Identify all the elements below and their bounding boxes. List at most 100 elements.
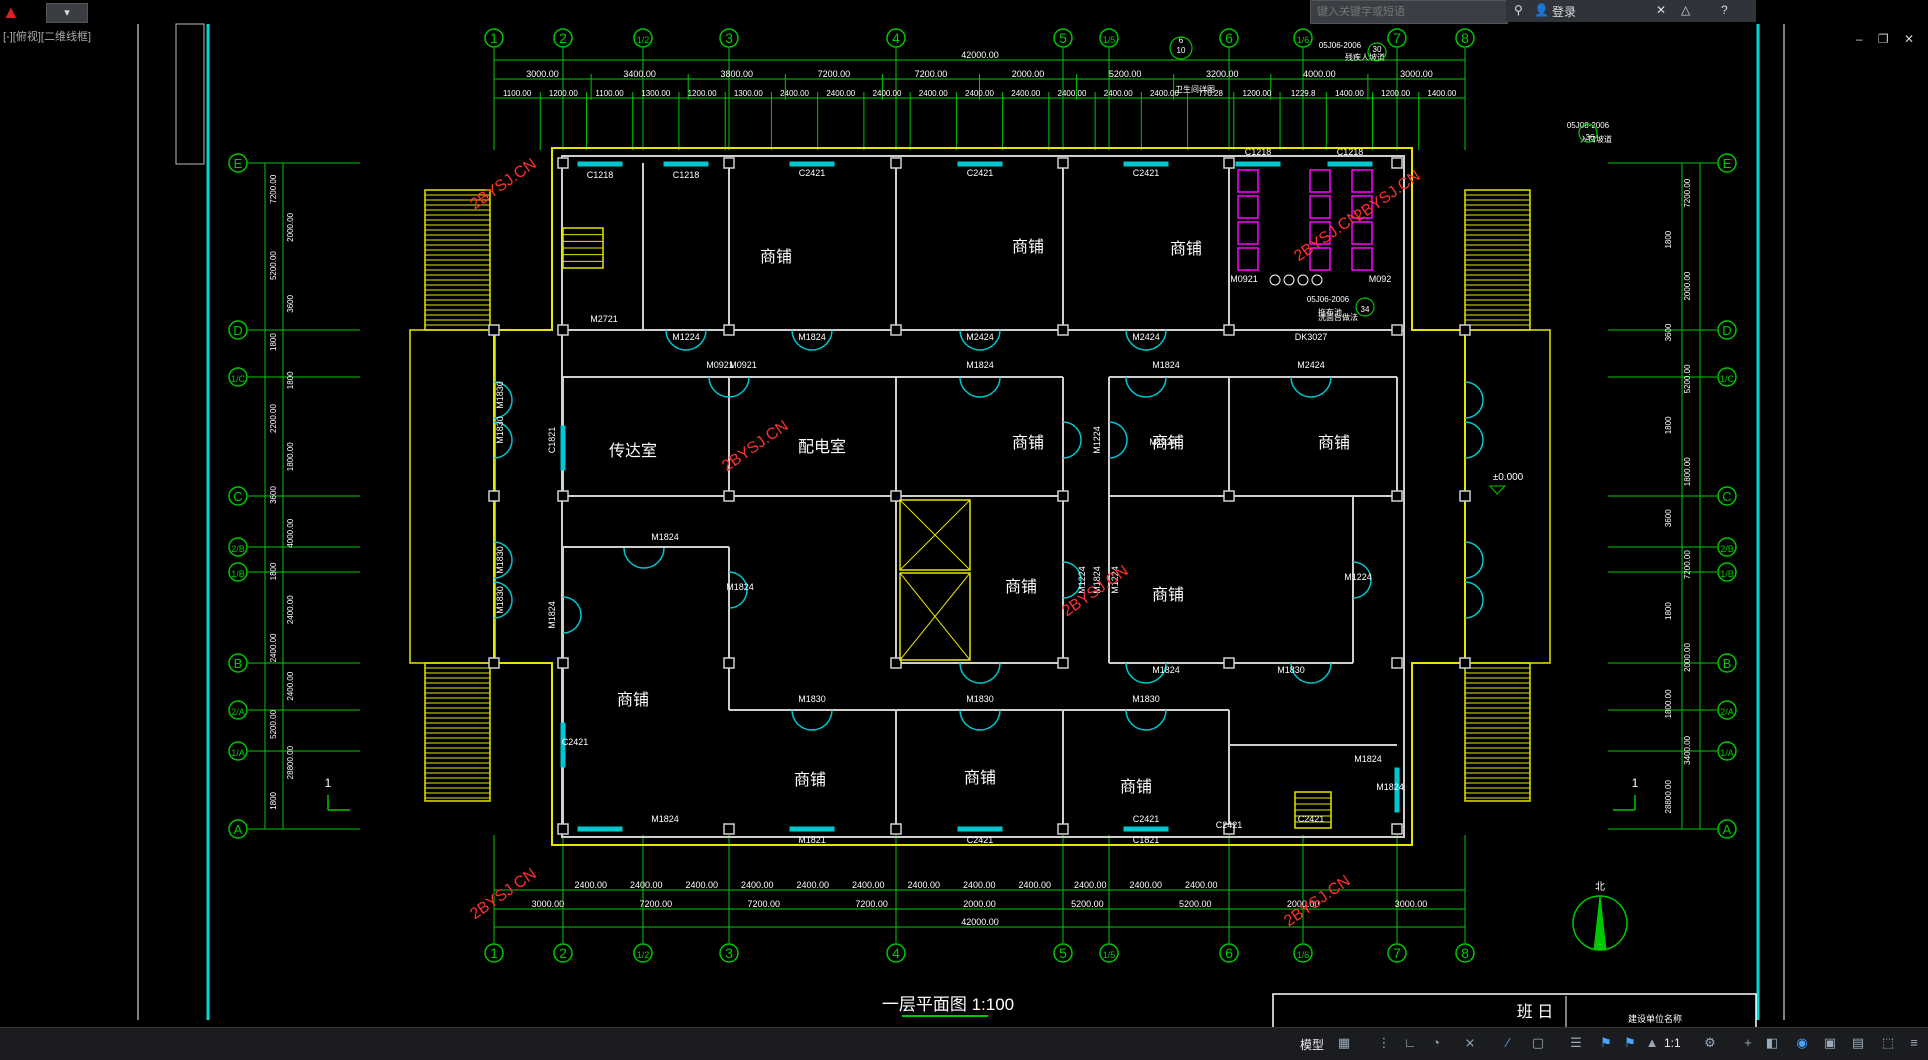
detail-reference: 05J06-2006 [1319,41,1362,50]
detail-reference: 洗面台做法 [1318,312,1358,322]
axis-bubble-left [228,700,248,720]
annotation-scale-icon[interactable]: ⚑ [1624,1035,1636,1050]
hardware-accel-icon[interactable]: ◉ [1796,1035,1808,1050]
exchange-icon[interactable]: ✕ [1656,3,1667,17]
detail-bubble [1367,42,1387,62]
dim-text-left: 2400.00 [286,595,295,624]
annotation-icon[interactable]: ⚑ [1600,1035,1612,1050]
scale-dropdown[interactable]: 1:1 [1664,1036,1681,1050]
user-icon[interactable]: 👤 [1534,3,1549,17]
annotation-visibility-icon[interactable]: ▲ [1645,1035,1659,1050]
graphics-icon[interactable]: ▣ [1823,1035,1837,1050]
dim-text-top-2: 1100.00 [503,89,532,98]
axis-label-right: E [1723,156,1732,171]
ramp-bottom-right [1464,662,1531,802]
axis-bubble-bottom [1099,943,1119,963]
toilet-stall [1237,221,1259,245]
grid-icon[interactable]: ▦ [1337,1035,1351,1050]
axis-bubble-bottom [484,943,504,963]
workspace-gear-icon[interactable]: ⚙ [1704,1035,1716,1050]
osnap-icon[interactable]: ⨯ [1464,1035,1476,1050]
isolate-icon[interactable]: ◧ [1765,1035,1779,1050]
structural-column [557,657,569,669]
axis-label-bottom: 1/5 [1103,950,1116,960]
opening-label: M1830 [495,381,505,409]
binoculars-icon[interactable]: ⚲ [1514,3,1523,17]
login-link[interactable]: 登录 [1552,5,1577,19]
selection-icon[interactable]: ▢ [1531,1035,1545,1050]
structural-column [723,823,735,835]
model-tab[interactable]: 模型 [1300,1038,1325,1052]
axis-bubble-top [1387,28,1407,48]
ortho-icon[interactable]: ∟ [1403,1035,1417,1050]
door-swing-vertical [493,541,513,579]
axis-bubble-top [484,28,504,48]
axis-bubble-left [228,320,248,340]
detail-reference: 05J06-2006 [1307,295,1350,304]
structural-column [557,823,569,835]
elevator-cross [899,572,971,661]
viewport-controls[interactable]: [-][俯视][二维线框] [3,31,91,43]
north-arrow-icon [1593,895,1607,951]
door-swing-vertical [1062,421,1082,459]
elevation-triangle [1488,485,1507,495]
dim-text-top-2: 1400.00 [1335,89,1364,98]
help-icon[interactable]: ? [1721,3,1728,17]
properties-icon[interactable]: ☰ [1570,1035,1582,1050]
axis-bubble-top [1219,28,1239,48]
dim-text-top-1: 7200.00 [915,69,948,79]
dim-text-bottom-2: 2000.00 [1287,899,1320,909]
a360-icon[interactable]: △ [1681,3,1691,17]
door-swing [959,662,1001,684]
dim-text-overall-bottom: 42000.00 [961,917,999,927]
lineweight-icon[interactable]: ⁄ [1506,1035,1510,1050]
axis-label-right: 1/B [1720,569,1734,579]
customize-icon[interactable]: ≡ [1910,1035,1918,1050]
door-swing-vertical [728,571,748,609]
axis-bubble-bottom [1219,943,1239,963]
opening-label: M2424 [966,332,994,342]
polar-icon[interactable]: ◔ [1432,1035,1440,1050]
structural-column [1391,324,1403,336]
quick-access-button[interactable]: ▾ [46,3,88,23]
section-mark-right: 1 [1632,776,1639,790]
opening-label: M1830 [966,694,994,704]
opening-label: C2421 [1216,820,1243,830]
dim-text-overall-top: 42000.00 [961,50,999,60]
dim-text-left: 5200.00 [269,709,278,738]
dim-text-right: 5200.00 [1683,364,1692,393]
snap-icon[interactable]: ⋮ [1377,1035,1391,1050]
dim-text-left: 3600 [286,294,295,312]
opening-label: C1218 [673,170,700,180]
room-label: 商铺 [1152,586,1184,604]
axis-bubble-top [1053,28,1073,48]
dim-text-bottom-2: 3000.00 [532,899,565,909]
detail-reference: 36 [1586,133,1595,142]
dim-text-bottom-2: 5200.00 [1179,899,1212,909]
axis-bubble-bottom [1387,943,1407,963]
dim-text-right: 1800.00 [1664,689,1673,718]
room-label: 商铺 [1170,240,1202,258]
search-input[interactable] [1315,2,1505,22]
app-menu-icon[interactable]: ▲ [2,2,20,22]
axis-bubble-bottom [886,943,906,963]
detail-bubble [1169,36,1193,60]
axis-bubble-bottom [633,943,653,963]
axis-label-bottom: 6 [1225,945,1233,961]
opening-label: C1218 [587,170,614,180]
plus-icon[interactable]: + [1744,1035,1752,1050]
search-box[interactable] [1310,0,1508,24]
opening-label: M1224 [672,332,700,342]
dim-text-top-2: 1400.00 [1427,89,1456,98]
opening-label: M1821 [798,835,826,845]
window-controls[interactable]: – ❐ ✕ [1855,32,1920,46]
dim-text-left: 2400.00 [269,633,278,662]
opening-label: M092 [1369,274,1392,284]
opening-label: C1821 [547,427,557,454]
fullscreen-icon[interactable]: ⬚ [1881,1035,1895,1050]
axis-bubble-left [228,367,248,387]
clean-screen-icon[interactable]: ▤ [1851,1035,1865,1050]
dim-text-top-1: 4000.00 [1303,69,1336,79]
opening-label: M1824 [1152,360,1180,370]
